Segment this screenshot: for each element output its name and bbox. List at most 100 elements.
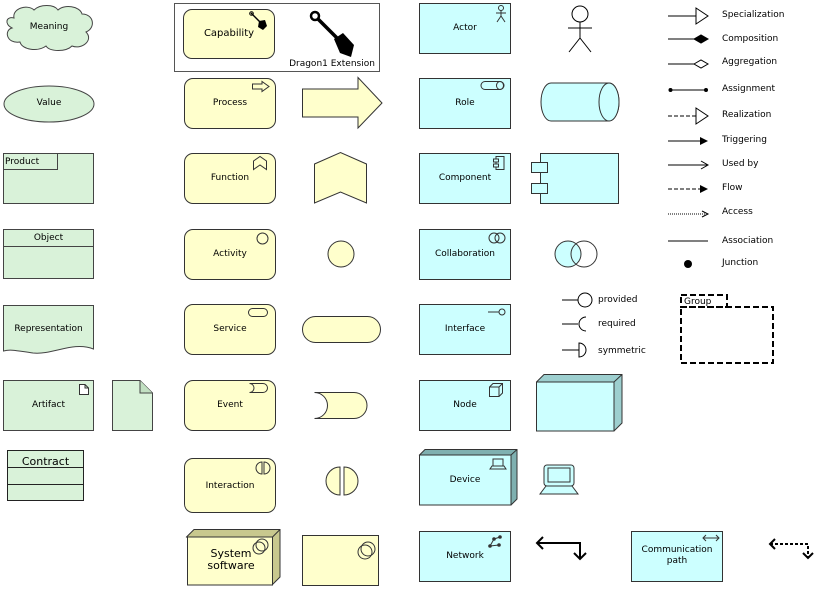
- capability-box[interactable]: [183, 9, 275, 59]
- network-connector-shape[interactable]: [534, 535, 587, 563]
- object-header-line: [3, 246, 94, 247]
- process-arrow-shape[interactable]: [302, 76, 384, 130]
- legend-triggering: Triggering: [722, 135, 767, 145]
- event-small-icon: [249, 383, 268, 393]
- component-shape[interactable]: [531, 153, 621, 205]
- node-small-icon: [489, 383, 503, 397]
- communication-path-box[interactable]: [631, 531, 723, 582]
- symmetric-interface-icon: [562, 342, 587, 358]
- node-3d-shape[interactable]: [536, 374, 624, 432]
- required-interface-icon: [562, 316, 587, 332]
- interaction-label: Interaction: [205, 481, 255, 491]
- communication-path-shape[interactable]: [766, 536, 816, 564]
- device-icon[interactable]: [538, 464, 582, 496]
- object-box[interactable]: [3, 229, 94, 279]
- shovel-icon: [309, 10, 354, 57]
- event-shape[interactable]: [314, 392, 370, 420]
- shovel-small-icon: [249, 11, 267, 30]
- service-pill-shape[interactable]: [302, 316, 382, 344]
- legend-aggregation: Aggregation: [722, 57, 778, 67]
- legend-specialization: Specialization: [722, 10, 785, 20]
- artifact-label: Artifact: [31, 400, 66, 410]
- activity-box[interactable]: [184, 229, 276, 280]
- legend-composition: Composition: [722, 34, 779, 44]
- contract-label: Contract: [21, 455, 70, 468]
- capability-label: Capability: [203, 28, 255, 39]
- event-box[interactable]: [184, 380, 276, 431]
- junction-icon: [684, 260, 692, 268]
- node-box[interactable]: [419, 380, 511, 431]
- function-box[interactable]: [184, 153, 276, 204]
- collaboration-box[interactable]: [419, 229, 511, 280]
- legend-junction: Junction: [722, 258, 759, 268]
- actor-box[interactable]: [419, 3, 511, 54]
- interface-label: Interface: [444, 324, 486, 334]
- actor-stick-figure[interactable]: [564, 5, 596, 53]
- composition-icon: [668, 34, 710, 44]
- group-label: Group: [684, 297, 712, 307]
- device-box[interactable]: [418, 449, 519, 507]
- activity-small-icon: [256, 232, 269, 245]
- legend-association: Association: [722, 236, 774, 246]
- collaboration-shape[interactable]: [553, 240, 601, 270]
- function-chevron-shape[interactable]: [314, 151, 368, 204]
- contract-line-1: [7, 467, 84, 468]
- service-box[interactable]: [184, 304, 276, 355]
- interface-small-icon: [488, 308, 506, 316]
- component-small-icon: [493, 156, 505, 170]
- provided-label: provided: [598, 295, 638, 305]
- device-label: Device: [449, 475, 481, 485]
- activity-circle-shape[interactable]: [327, 240, 355, 268]
- meaning-cloud[interactable]: [2, 4, 96, 52]
- provided-interface-icon: [562, 292, 593, 308]
- interaction-box[interactable]: [184, 458, 276, 513]
- role-label: Role: [455, 98, 475, 108]
- function-small-icon: [253, 155, 267, 171]
- artifact-document-icon[interactable]: [112, 380, 154, 432]
- role-small-icon: [480, 81, 505, 90]
- event-label: Event: [217, 400, 243, 410]
- extension-caption: Dragon1 Extension: [289, 59, 375, 69]
- role-box[interactable]: [419, 78, 511, 129]
- value-ellipse[interactable]: [3, 85, 95, 123]
- interaction-small-icon: [255, 461, 271, 475]
- symmetric-label: symmetric: [598, 346, 646, 356]
- legend-used-by: Used by: [722, 159, 759, 169]
- specialization-icon: [668, 7, 709, 25]
- legend-realization: Realization: [722, 110, 772, 120]
- process-box[interactable]: [184, 78, 276, 129]
- actor-label: Actor: [453, 23, 477, 33]
- contract-box[interactable]: [7, 450, 84, 501]
- representation-shape[interactable]: [3, 305, 95, 357]
- service-label: Service: [213, 324, 247, 334]
- legend-access: Access: [722, 207, 753, 217]
- object-label: Object: [33, 233, 64, 243]
- actor-small-icon: [496, 5, 506, 23]
- triggering-icon: [668, 137, 708, 145]
- meaning-label: Meaning: [29, 22, 69, 32]
- group-shape[interactable]: [680, 294, 776, 366]
- realization-icon: [668, 107, 709, 125]
- contract-line-2: [7, 484, 84, 485]
- system-software-shape[interactable]: [302, 535, 382, 587]
- association-icon: [668, 240, 708, 242]
- system-software-box[interactable]: [185, 529, 282, 587]
- service-small-icon: [248, 308, 268, 317]
- system-software-label: System software: [207, 547, 255, 572]
- required-label: required: [598, 319, 636, 329]
- artifact-small-icon: [79, 384, 89, 395]
- role-cylinder-shape[interactable]: [540, 82, 622, 122]
- interaction-shape[interactable]: [325, 466, 359, 496]
- node-label: Node: [453, 400, 477, 410]
- artifact-box[interactable]: [3, 380, 94, 431]
- product-box[interactable]: [3, 153, 94, 204]
- product-label: Product: [5, 157, 40, 167]
- network-small-icon: [488, 535, 502, 548]
- product-tab: [3, 153, 58, 170]
- activity-label: Activity: [213, 249, 247, 259]
- assignment-icon: [668, 88, 708, 92]
- communication-path-small-icon: [702, 534, 720, 542]
- access-icon: [668, 210, 710, 218]
- value-label: Value: [36, 98, 62, 108]
- collaboration-small-icon: [488, 232, 506, 244]
